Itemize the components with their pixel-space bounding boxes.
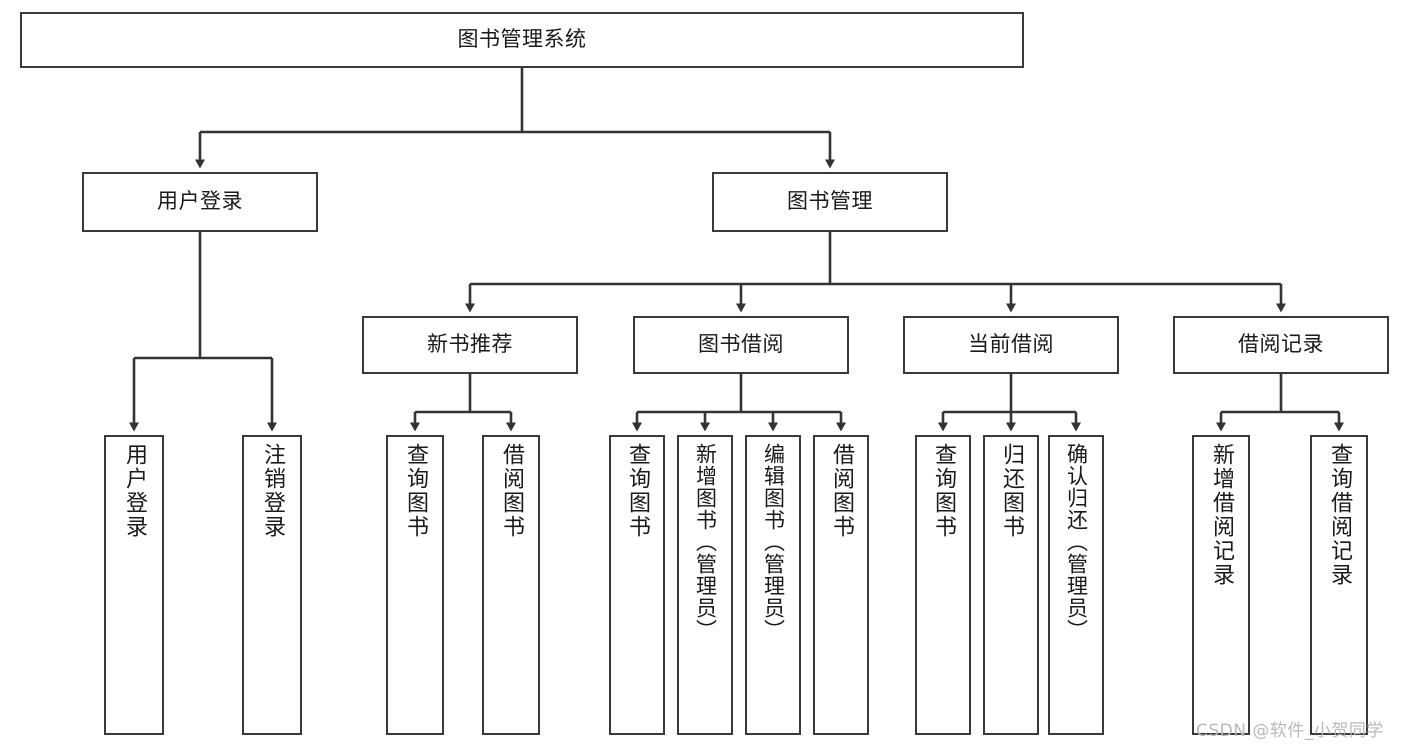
node-label: 当前借阅 (968, 332, 1054, 357)
node-leaf-query-book-3[interactable]: 查询图书 (915, 435, 971, 735)
node-label: 借阅图书 (829, 443, 854, 539)
node-label: 用户登录 (122, 443, 147, 539)
node-label: 图书借阅 (698, 332, 784, 357)
node-label: 新增图书（管理员） (693, 443, 718, 641)
node-label: 查询借阅记录 (1327, 443, 1352, 587)
node-label: 图书管理系统 (457, 27, 587, 52)
node-current-borrow[interactable]: 当前借阅 (903, 316, 1119, 374)
node-leaf-add-book[interactable]: 新增图书（管理员） (677, 435, 733, 735)
node-label: 查询图书 (625, 443, 650, 539)
edge-paths (129, 68, 1344, 432)
node-leaf-return-book[interactable]: 归还图书 (983, 435, 1039, 735)
node-leaf-borrow-book-1[interactable]: 借阅图书 (482, 435, 540, 735)
node-label: 归还图书 (999, 443, 1024, 539)
node-label: 查询图书 (403, 443, 428, 539)
node-root[interactable]: 图书管理系统 (20, 12, 1024, 68)
node-label: 图书管理 (787, 189, 873, 214)
watermark-text: CSDN @软件_小贺同学 (1196, 721, 1384, 741)
node-leaf-logout[interactable]: 注销登录 (242, 435, 302, 735)
node-leaf-edit-book[interactable]: 编辑图书（管理员） (745, 435, 801, 735)
node-leaf-user-login[interactable]: 用户登录 (104, 435, 164, 735)
node-book-borrow[interactable]: 图书借阅 (633, 316, 849, 374)
node-leaf-borrow-book-2[interactable]: 借阅图书 (813, 435, 869, 735)
node-leaf-query-book-1[interactable]: 查询图书 (386, 435, 444, 735)
node-user-login[interactable]: 用户登录 (82, 172, 318, 232)
node-label: 借阅记录 (1238, 332, 1324, 357)
node-new-book-rec[interactable]: 新书推荐 (362, 316, 578, 374)
node-leaf-query-record[interactable]: 查询借阅记录 (1310, 435, 1368, 735)
node-label: 新书推荐 (427, 332, 513, 357)
node-leaf-query-book-2[interactable]: 查询图书 (609, 435, 665, 735)
node-borrow-record[interactable]: 借阅记录 (1173, 316, 1389, 374)
node-leaf-confirm-return[interactable]: 确认归还（管理员） (1048, 435, 1104, 735)
node-leaf-add-record[interactable]: 新增借阅记录 (1192, 435, 1250, 735)
node-label: 借阅图书 (499, 443, 524, 539)
node-label: 编辑图书（管理员） (761, 443, 786, 641)
node-label: 查询图书 (931, 443, 956, 539)
node-label: 用户登录 (157, 189, 243, 214)
node-label: 确认归还（管理员） (1064, 443, 1089, 641)
node-label: 注销登录 (260, 443, 285, 539)
node-book-manage[interactable]: 图书管理 (712, 172, 948, 232)
node-label: 新增借阅记录 (1209, 443, 1234, 587)
